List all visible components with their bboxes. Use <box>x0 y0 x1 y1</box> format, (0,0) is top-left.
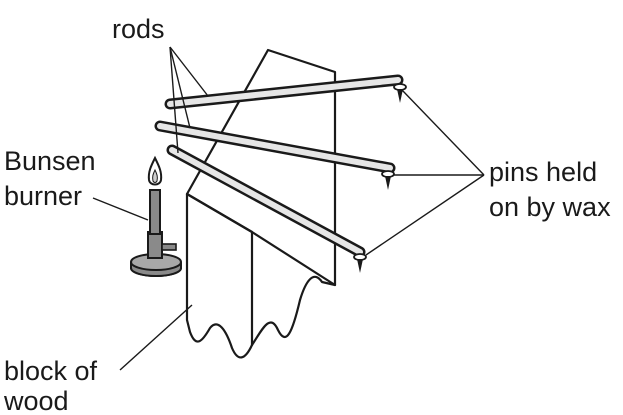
label-bunsen-line1: Bunsen <box>4 146 96 176</box>
rod-middle <box>154 120 396 174</box>
rod-top <box>164 74 404 110</box>
bunsen-burner <box>130 155 182 277</box>
label-pins-line1: pins held <box>489 157 597 187</box>
label-pins-line2: on by wax <box>489 192 611 222</box>
wood-block-edge-line <box>186 49 269 195</box>
label-bunsen-line2: burner <box>4 181 82 211</box>
pin-middle <box>381 170 395 190</box>
wood-block-front-face <box>185 192 254 359</box>
label-block-line2: wood <box>3 386 69 415</box>
pin-bottom <box>353 253 367 273</box>
pins <box>353 83 407 273</box>
label-block-line1: block of <box>4 356 98 386</box>
rods <box>154 74 404 258</box>
label-rods: rods <box>112 14 165 44</box>
pin-top <box>393 83 407 103</box>
wood-block-jagged-edge <box>250 275 337 347</box>
leader-lines <box>92 46 485 371</box>
rod-bottom <box>166 144 366 258</box>
